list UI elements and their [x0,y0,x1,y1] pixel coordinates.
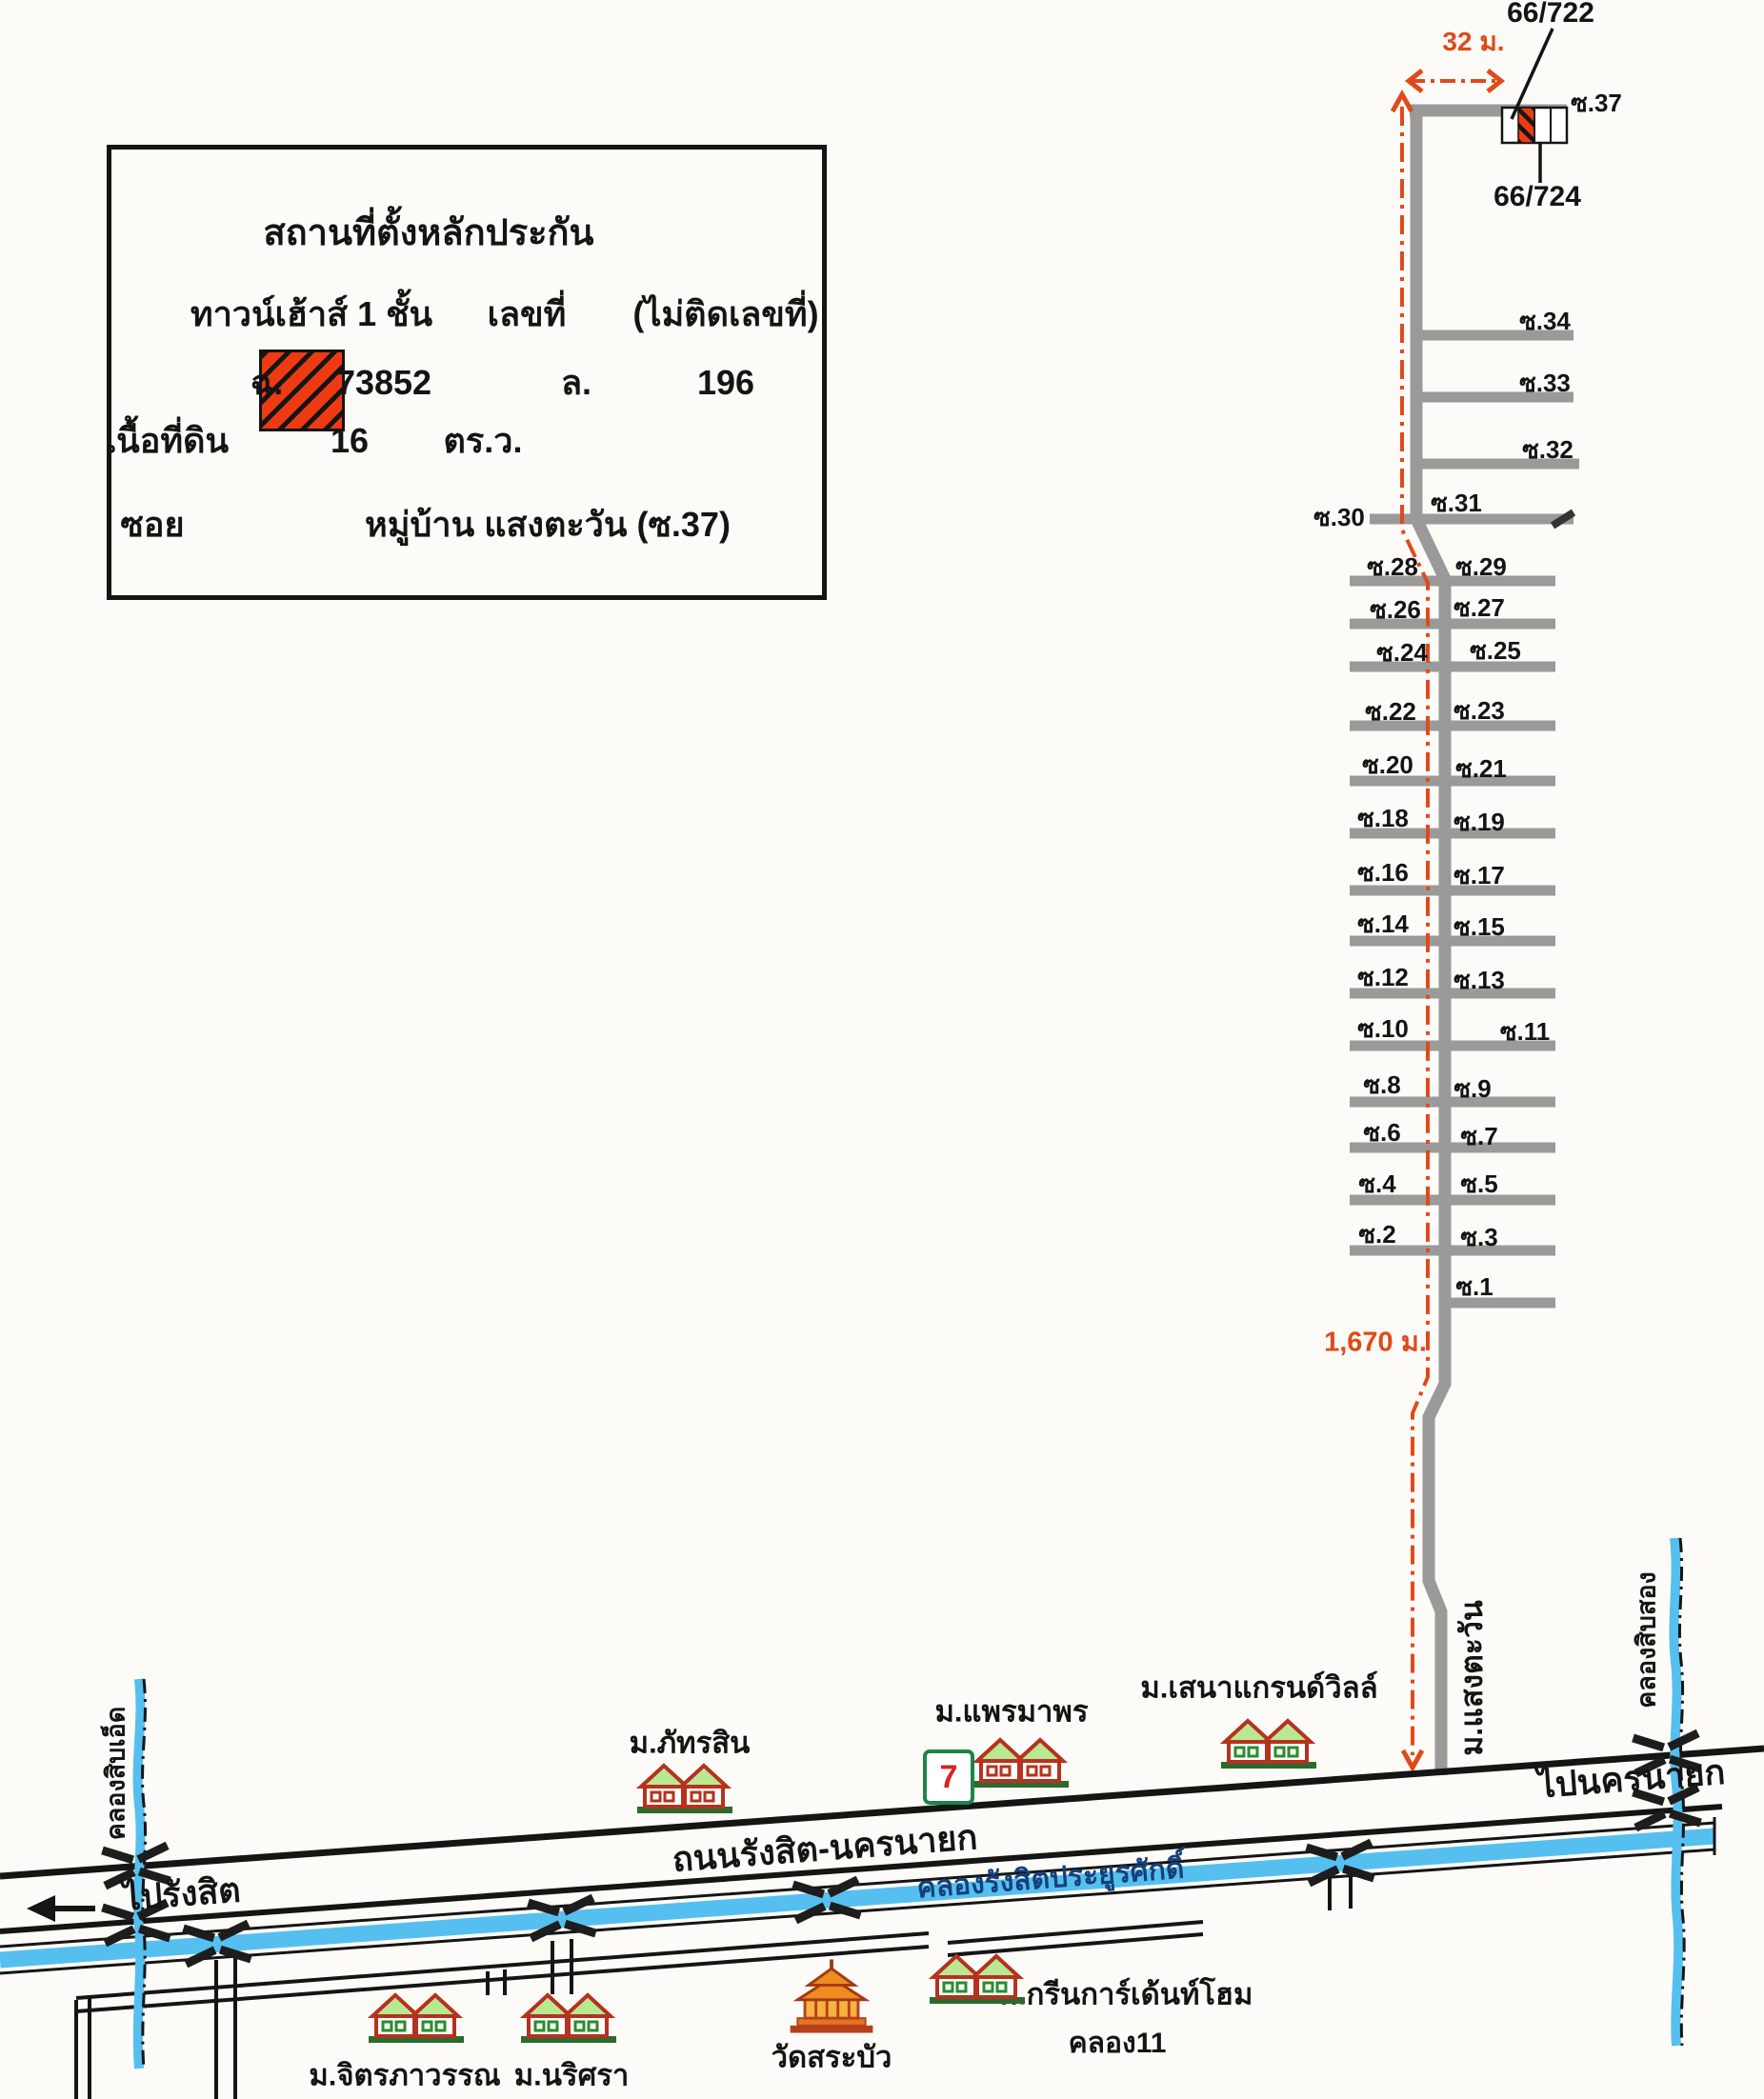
soi-label-23: ซ.13 [1453,966,1505,994]
unit-66-724-label: 66/724 [1493,181,1581,212]
subject-building [1500,28,1569,183]
soi-label-31: ซ.5 [1460,1169,1498,1198]
arrow-up-icon [1390,89,1414,113]
arrow-right-icon [1486,69,1506,93]
highway-north-edge [0,1745,1764,1880]
area-label: เนื้อที่ดิน [104,421,230,460]
distance-label: 1,670 ม. [1324,1327,1427,1358]
soi-label-20: ซ.14 [1357,910,1409,938]
soi-label-3: ซ.32 [1522,435,1574,464]
soi-label-28: ซ.6 [1363,1118,1401,1147]
canal-water [0,1828,1715,1969]
landmark-label-sena-grand-ville: ม.เสนาแกรนด์วิลล์ [1140,1670,1378,1705]
to-rangsit-label: ไปรังสิต [121,1869,242,1918]
soi-label-27: ซ.9 [1453,1074,1492,1103]
canal-eleven-label: คลองสิบเอ็ด [101,1706,130,1841]
soi-label-11: ซ.25 [1470,636,1521,665]
highway-south-edge [0,1804,1723,1934]
soi-label-0: ซ.37 [1571,89,1622,117]
canal-twelve-label: คลองสิบสอง [1632,1571,1661,1709]
houses-icon-sena-grand-ville [1219,1718,1316,1769]
soi-label-22: ซ.12 [1357,963,1409,991]
arrow-left-icon [1404,69,1424,93]
soi-label-1: ซ.34 [1519,307,1571,335]
soi-label-5: ซ.30 [1313,503,1365,531]
soi-label-26: ซ.8 [1363,1070,1401,1099]
soi-label-17: ซ.19 [1453,808,1505,836]
landmark-label-wat-sabua: วัดสระบัว [771,2040,892,2074]
soi-label-34: ซ.1 [1455,1272,1493,1301]
house-no-value: (ไม่ติดเลขที่) [632,294,819,333]
soi-label-32: ซ.2 [1358,1220,1396,1249]
survey-line [1390,69,1506,1773]
house-no-label: เลขที่ [487,294,567,333]
soi-label-14: ซ.20 [1362,750,1413,779]
soi-label-25: ซ.11 [1499,1017,1551,1046]
soi-label-24: ซ.10 [1357,1014,1409,1043]
main-village-road [1410,105,1452,1775]
khlong11-label: คลอง11 [1068,2028,1167,2059]
soi-label-6: ซ.28 [1367,552,1418,581]
land-value: 196 [696,363,755,402]
collateral-unit [1517,107,1535,144]
landmark-label-pattarasin: ม.ภัทรสิน [629,1726,751,1760]
area-value: 16 [330,421,370,460]
houses-icon-green-garden-home [928,1953,1025,2004]
soi31-end-tick [1550,509,1576,530]
land-label: ล. [560,363,592,402]
soi-label-2: ซ.33 [1519,369,1571,397]
area-unit: ตร.ว. [443,421,523,460]
arrow-down-icon [1400,1749,1425,1773]
soi-label-10: ซ.24 [1376,638,1428,667]
houses-icon-chitphawan [367,1992,464,2043]
landmark-label-chitphawan: ม.จิตรภาวรรณ [309,2058,501,2092]
soi-field-value: หมู่บ้าน แสงตะวัน (ซ.37) [365,505,731,544]
soi-label-12: ซ.22 [1365,697,1416,726]
canal-eleven [132,1678,146,2069]
legend-box: สถานที่ตั้งหลักประกัน ทาวน์เฮ้าส์ 1 ชั้น… [104,145,827,600]
temple-icon-wat-sabua [790,1959,873,2033]
soi-label-4: ซ.31 [1431,489,1482,517]
leader-66-722 [1510,28,1554,120]
deed-label: ฉ. [250,363,284,402]
houses-icon-narisara [519,1992,616,2043]
legend-title: สถานที่ตั้งหลักประกัน [263,213,594,253]
unit-66-722-label: 66/722 [1507,0,1594,29]
soi-label-13: ซ.23 [1453,696,1505,725]
soi-label-7: ซ.29 [1455,552,1507,581]
soi-label-8: ซ.26 [1370,595,1421,624]
west-arrow-icon [27,1895,95,1922]
houses-icon-praemaporn [972,1737,1069,1788]
seven-eleven-icon-seven-eleven: 7 [923,1749,974,1805]
landmark-label-narisara: ม.นริศรา [513,2058,630,2092]
soi-label-30: ซ.4 [1358,1169,1396,1198]
landmark-label-praemaporn: ม.แพรมาพร [934,1694,1089,1729]
deed-value: 73852 [335,363,432,402]
soi-label-33: ซ.3 [1460,1223,1498,1251]
canal-twelve [1669,1537,1684,2047]
frontage-label: 32 ม. [1442,27,1505,56]
soi-label-16: ซ.18 [1357,804,1409,832]
soi-label-18: ซ.16 [1357,858,1409,887]
highway-and-canal [0,1745,1764,2099]
collateral-swatch-icon [259,350,345,431]
soi-label-15: ซ.21 [1455,754,1507,783]
village-road-label: ม.แสงตะวัน [1454,1600,1489,1756]
soi-label-9: ซ.27 [1453,593,1505,622]
houses-icon-pattarasin [635,1763,732,1813]
soi-label-21: ซ.15 [1453,912,1505,941]
soi-field-label: ซอย [120,505,185,544]
soi-label-29: ซ.7 [1460,1122,1498,1150]
soi-label-19: ซ.17 [1453,861,1505,890]
landmark-label-green-garden-home: ม.กรีนการ์เด้นท์โฮม [998,1977,1253,2011]
building-type: ทาวน์เฮ้าส์ 1 ชั้น [190,294,433,333]
